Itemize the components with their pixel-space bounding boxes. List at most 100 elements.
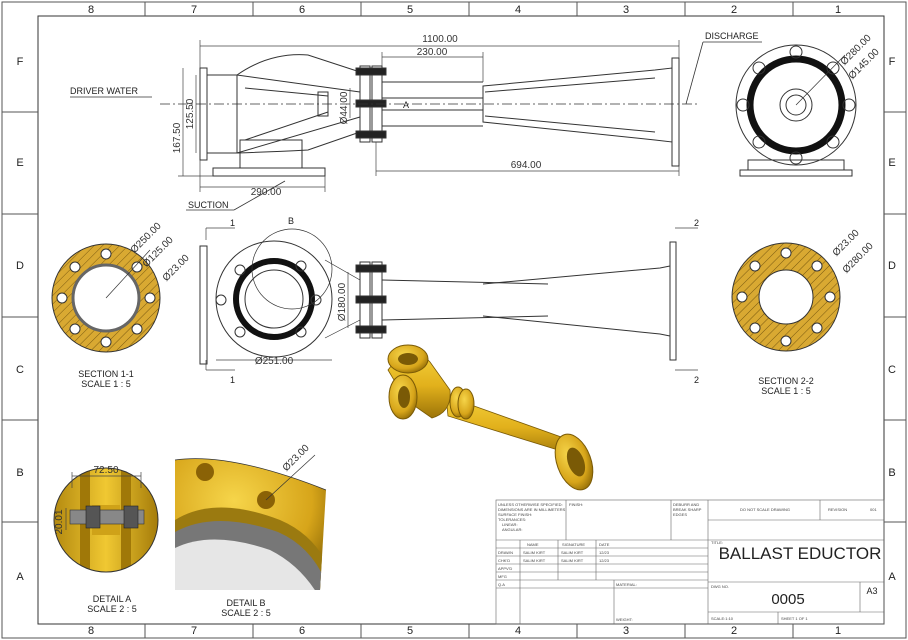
tb-tolerance-note-1: UNLESS OTHERWISE SPECIFIED: <box>498 502 563 507</box>
tb-row-chkd: CHK'D <box>498 558 510 563</box>
section-1-title: SECTION 1-1 <box>78 369 134 379</box>
tb-material: MATERIAL: <box>616 582 637 587</box>
dim-height-167: 167.50 <box>172 122 183 153</box>
label-cut-2-bottom: 2 <box>694 375 699 385</box>
zone-row-d: D <box>16 260 24 272</box>
zone-row-b-right: B <box>888 467 895 479</box>
dim-dia-251: Ø251.00 <box>255 356 294 367</box>
zone-col-8-bottom: 8 <box>88 625 94 637</box>
tb-tolerance-note-6: ANGULAR: <box>502 527 522 532</box>
tb-scale: SCALE:1:10 <box>711 616 734 621</box>
zone-row-d-right: D <box>888 260 896 272</box>
detail-b <box>174 454 327 590</box>
zone-col-1-bottom: 1 <box>835 625 841 637</box>
tb-revision: 001 <box>870 507 877 512</box>
tb-chkd-sig: SALIM KIRT <box>561 558 584 563</box>
zone-row-a: A <box>16 571 24 583</box>
tb-sheet: SHEET 1 OF 1 <box>781 616 808 621</box>
dim-length-290: 290.00 <box>251 187 282 198</box>
zone-row-e: E <box>16 157 23 169</box>
tb-do-not-scale: DO NOT SCALE DRAWING <box>740 507 790 512</box>
tb-row-drawn: DRAWN <box>498 550 513 555</box>
tb-col-date: DATE <box>599 542 610 547</box>
zone-col-5: 5 <box>407 4 413 16</box>
tb-chkd-date: 12/23 <box>599 558 610 563</box>
tb-tolerance-note-2: DIMENSIONS ARE IN MILLIMETERS <box>498 507 566 512</box>
tb-deburr: DEBURR AND <box>673 502 699 507</box>
tb-row-appvd: APPV'D <box>498 566 512 571</box>
label-driver-water: DRIVER WATER <box>70 86 139 96</box>
inner-border <box>37 15 885 625</box>
tb-tolerance-note-3: SURFACE FINISH: <box>498 512 532 517</box>
label-discharge: DISCHARGE <box>705 31 759 41</box>
dim-dia-180: Ø180.00 <box>337 282 348 321</box>
section-1-1 <box>51 243 161 353</box>
zone-row-f-right: F <box>889 56 896 68</box>
tb-row-mfg: MFG <box>498 574 507 579</box>
tb-tolerance-note-4: TOLERANCES: <box>498 517 526 522</box>
detail-b-scale: SCALE 2 : 5 <box>221 608 271 618</box>
zone-col-4: 4 <box>515 4 521 16</box>
label-cut-1-bottom: 1 <box>230 375 235 385</box>
tb-dwg-no-label: DWG NO. <box>711 584 729 589</box>
isometric-model <box>387 344 594 491</box>
tb-drawing-number: 0005 <box>771 591 804 608</box>
zone-row-e-right: E <box>888 157 895 169</box>
dim-length-230: 230.00 <box>417 47 448 58</box>
dim-height-125: 125.50 <box>185 98 196 129</box>
detail-a-title: DETAIL A <box>93 594 132 604</box>
zone-col-3-bottom: 3 <box>623 625 629 637</box>
tb-weight: WEIGHT: <box>616 617 633 622</box>
zone-col-2: 2 <box>731 4 737 16</box>
tb-title-label: TITLE: <box>711 540 723 545</box>
zone-row-a-right: A <box>888 571 896 583</box>
tb-finish: FINISH: <box>569 502 583 507</box>
label-point-a: A <box>403 100 409 110</box>
section-2-2 <box>731 242 841 352</box>
tb-revision-label: REVISION <box>828 507 847 512</box>
tb-row-qa: Q.A <box>498 582 505 587</box>
dim-dia-23-s1: Ø23.00 <box>161 252 192 283</box>
zone-col-2-bottom: 2 <box>731 625 737 637</box>
dim-dia-44: Ø44.00 <box>339 91 350 124</box>
tb-chkd-name: SALIM KIRT <box>523 558 546 563</box>
zone-col-7-bottom: 7 <box>191 625 197 637</box>
zone-col-8: 8 <box>88 4 94 16</box>
tb-tolerance-note-5: LINEAR: <box>502 522 518 527</box>
zone-col-5-bottom: 5 <box>407 625 413 637</box>
front-dims <box>178 40 680 192</box>
label-point-b: B <box>288 216 294 226</box>
zone-col-4-bottom: 4 <box>515 625 521 637</box>
tb-deburr-3: EDGES <box>673 512 687 517</box>
zone-col-7: 7 <box>191 4 197 16</box>
zone-col-1: 1 <box>835 4 841 16</box>
tb-sheet-size: A3 <box>866 586 877 596</box>
zone-row-f: F <box>17 56 24 68</box>
dim-detail-a-width: 72.50 <box>93 465 118 476</box>
end-view <box>735 44 857 177</box>
label-cut-2-top: 2 <box>694 218 699 228</box>
section-2-scale: SCALE 1 : 5 <box>761 386 811 396</box>
tb-drawn-date: 12/23 <box>599 550 610 555</box>
front-view <box>160 54 700 177</box>
tb-drawn-sig: SALIM KIRT <box>561 550 584 555</box>
zone-row-b: B <box>16 467 23 479</box>
detail-a <box>53 467 159 573</box>
dim-dia-23-detail-b: Ø23.00 <box>281 442 312 473</box>
dim-overall-length: 1100.00 <box>422 34 458 45</box>
dim-length-694: 694.00 <box>511 160 542 171</box>
title-block <box>495 499 885 625</box>
zone-row-c-right: C <box>888 364 896 376</box>
section-view <box>199 228 677 365</box>
zone-col-3: 3 <box>623 4 629 16</box>
dim-detail-a-height: 20.01 <box>54 509 65 534</box>
zone-row-c: C <box>16 364 24 376</box>
detail-a-scale: SCALE 2 : 5 <box>87 604 137 614</box>
label-suction: SUCTION <box>188 200 229 210</box>
zone-col-6: 6 <box>299 4 305 16</box>
tb-drawing-title: BALLAST EDUCTOR <box>719 544 882 563</box>
section-2-title: SECTION 2-2 <box>758 376 814 386</box>
